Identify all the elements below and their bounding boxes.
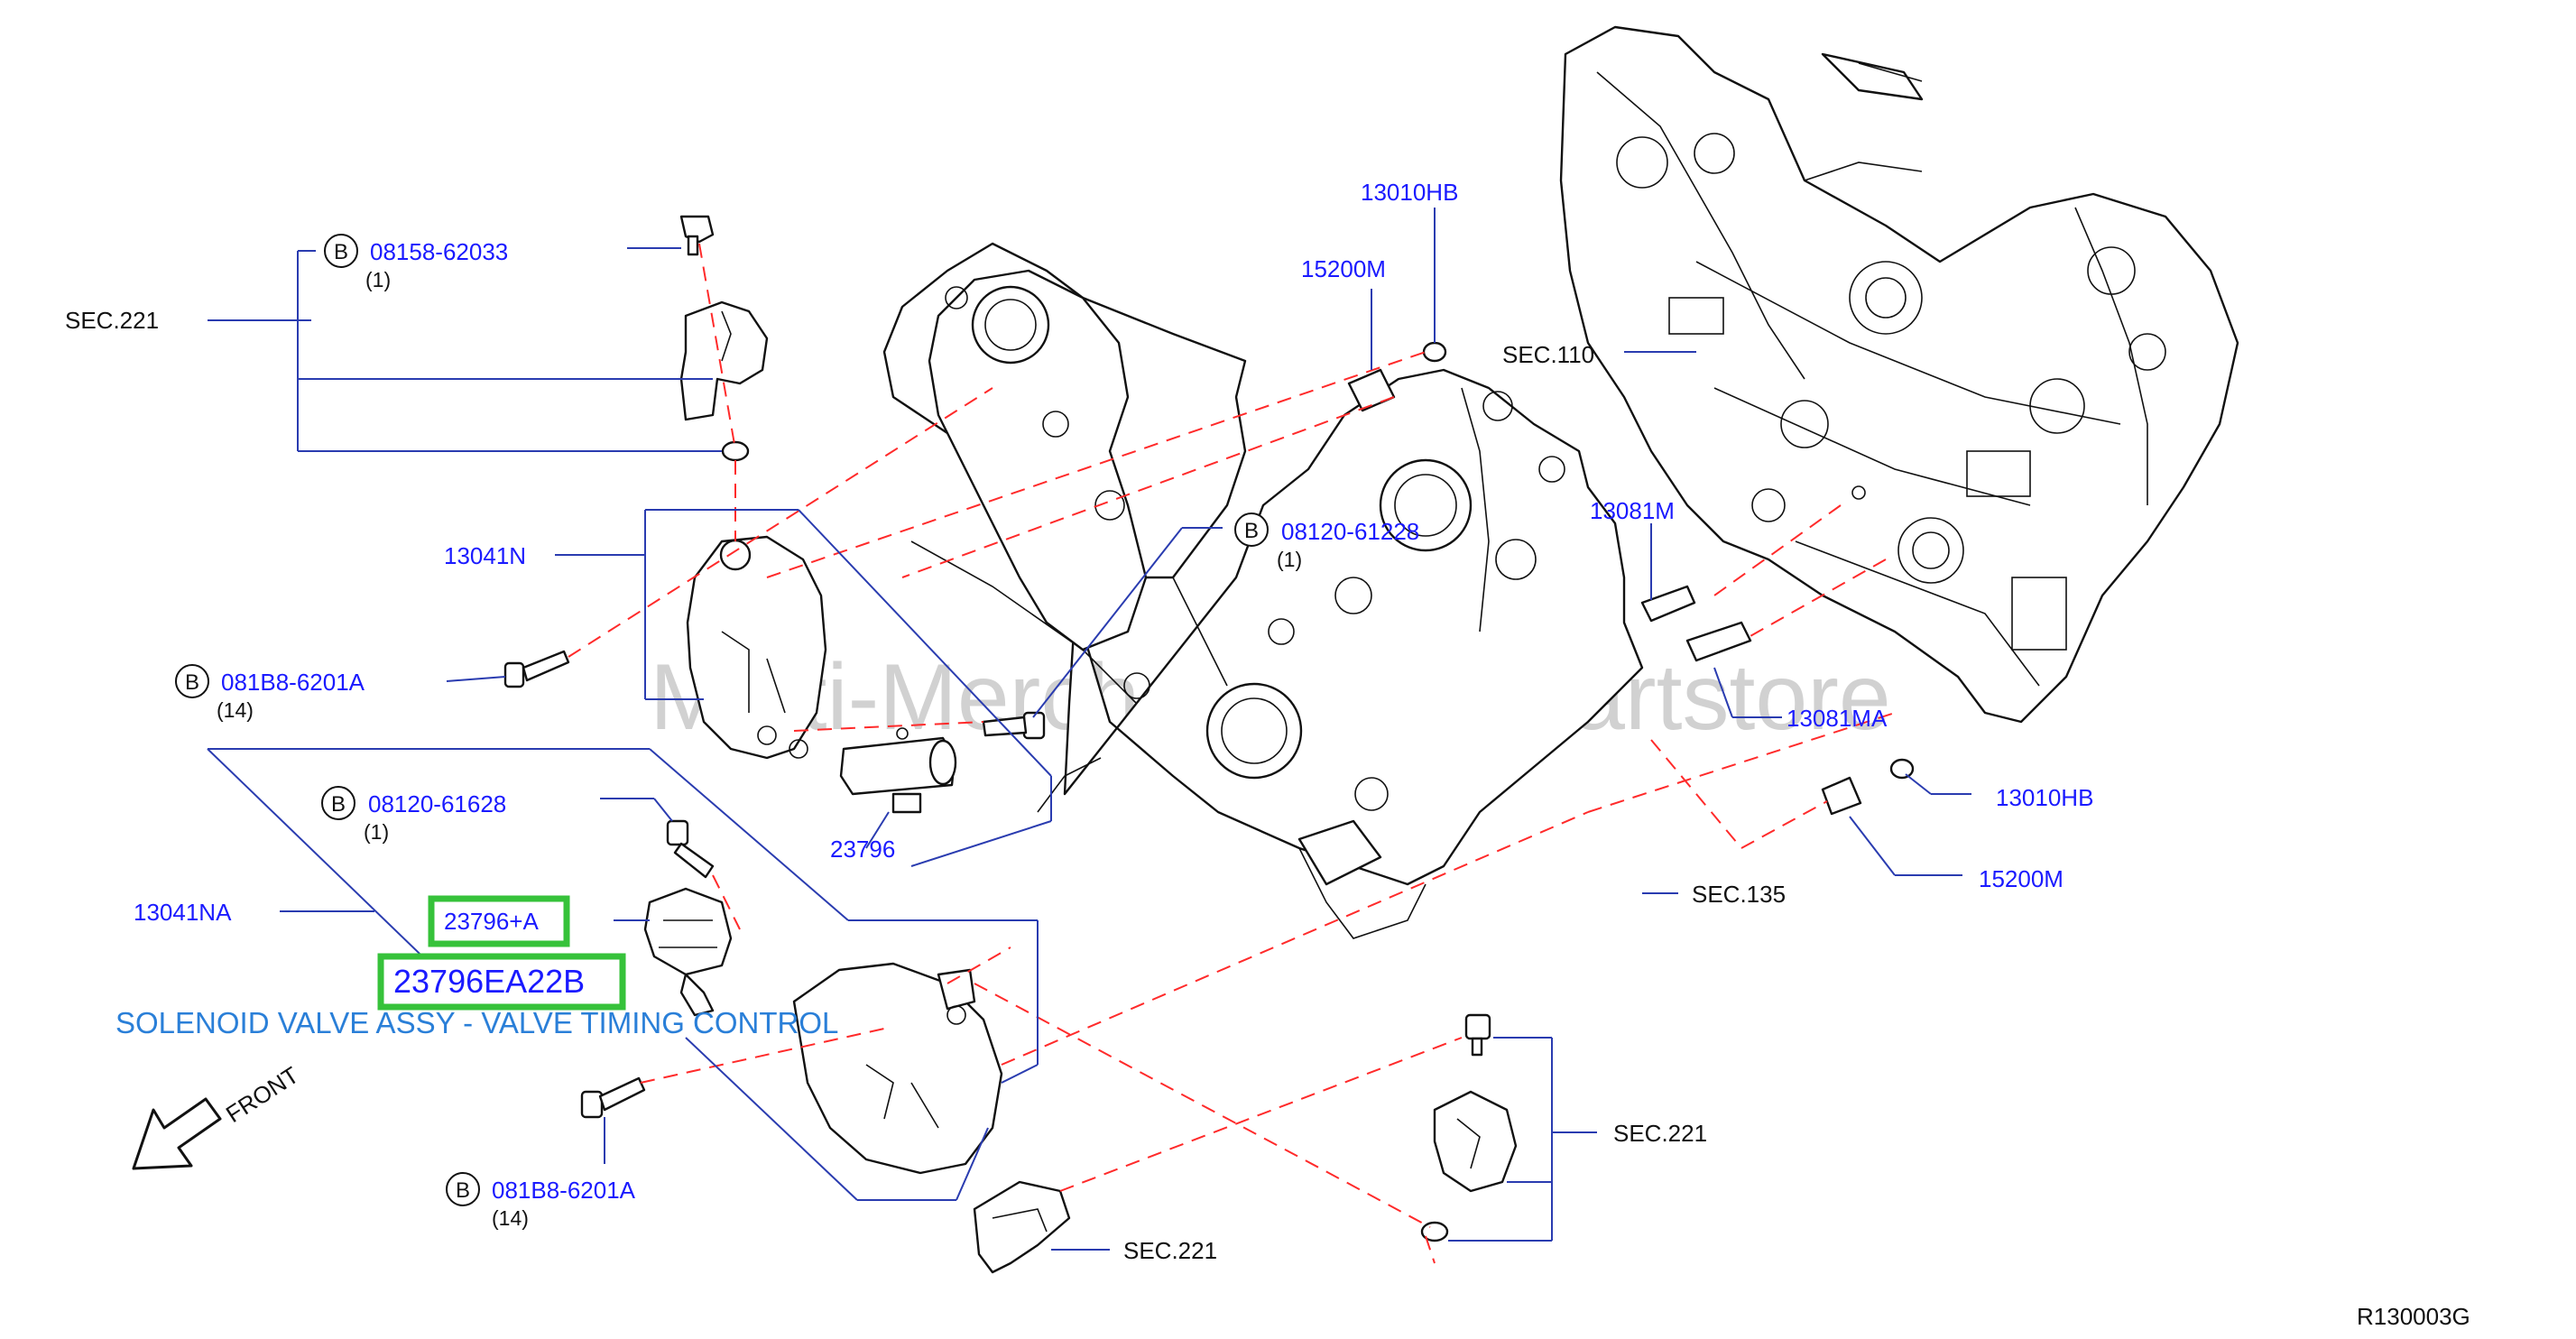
highlighted-part-description: SOLENOID VALVE ASSY - VALVE TIMING CONTR…: [115, 1006, 838, 1039]
solenoid-23796-drawing: [839, 727, 957, 814]
callout-08120-61628-qty: (1): [364, 820, 389, 844]
bolt-marker-circle: [446, 1172, 480, 1206]
callout-13081m[interactable]: 13081M: [1590, 497, 1675, 524]
cam-position-sensor-top-drawing: [679, 215, 769, 462]
callout-08120-61228-qty: (1): [1277, 548, 1302, 571]
sec135-label[interactable]: SEC.135: [1692, 881, 1786, 908]
bolt-marker: B: [331, 792, 346, 817]
bolt-08120-61228-drawing: [982, 711, 1046, 740]
bolt-marker: B: [1244, 519, 1259, 543]
highlighted-part: 23796EA22B SOLENOID VALVE ASSY - VALVE T…: [115, 953, 838, 1039]
bolt-marker-circle: [324, 234, 358, 268]
timing-cover-drawing: [882, 242, 1644, 939]
callout-081b8-6201a-bottom-qty: (14): [492, 1206, 529, 1230]
callout-08158-62033-qty: (1): [365, 268, 391, 291]
callout-13041n[interactable]: 13041N: [444, 542, 526, 569]
highlight-box-23796ea22b: [377, 953, 626, 1011]
engine-block-drawing: [1559, 25, 2239, 724]
diagram-code: R130003G: [2357, 1303, 2470, 1330]
callout-081b8-6201a-top-qty: (14): [217, 698, 254, 722]
callouts: SEC.221 B 08158-62033 (1) 13041N B 081B8…: [65, 179, 2093, 1264]
callout-15200m-right[interactable]: 15200M: [1979, 865, 2064, 892]
bolt-081b8-top-drawing: [503, 650, 570, 688]
callout-08158-62033[interactable]: 08158-62033: [370, 238, 508, 265]
callout-13010hb-top[interactable]: 13010HB: [1361, 179, 1458, 206]
bolt-marker: B: [334, 240, 348, 264]
callout-15200m-top[interactable]: 15200M: [1301, 255, 1386, 282]
sec110-label[interactable]: SEC.110: [1502, 341, 1594, 368]
bolt-marker-circle: [175, 664, 209, 698]
callout-23796[interactable]: 23796: [830, 836, 895, 863]
callout-23796-plus-a[interactable]: 23796+A: [444, 908, 539, 935]
front-arrow-icon: [132, 1097, 222, 1170]
bolt-081b8-bottom-drawing: [580, 1076, 646, 1119]
callout-13081ma[interactable]: 13081MA: [1787, 705, 1888, 732]
bolt-marker: B: [456, 1178, 470, 1203]
bolt-08120-61628-drawing: [666, 819, 715, 879]
sec221-right-label[interactable]: SEC.221: [1613, 1120, 1707, 1147]
callout-08120-61628[interactable]: 08120-61628: [368, 790, 506, 817]
sec221-top-label[interactable]: SEC.221: [65, 307, 159, 334]
sec221-bottom-label[interactable]: SEC.221: [1123, 1237, 1217, 1264]
bolt-marker-circle: [321, 786, 355, 820]
highlighted-part-number[interactable]: 23796EA22B: [393, 963, 585, 1000]
callout-081b8-6201a-bottom[interactable]: 081B8-6201A: [492, 1177, 636, 1204]
callout-08120-61228[interactable]: 08120-61228: [1281, 518, 1419, 545]
callout-081b8-6201a-top[interactable]: 081B8-6201A: [221, 669, 365, 696]
callout-13010hb-right[interactable]: 13010HB: [1996, 784, 2093, 811]
bolt-marker: B: [185, 670, 199, 695]
crank-sensor-bottom-drawing: [973, 1180, 1071, 1274]
highlight-box-23796-plus-a: [428, 895, 570, 947]
callout-13041na[interactable]: 13041NA: [134, 899, 232, 926]
bolt-marker-circle: [1234, 513, 1269, 547]
front-arrow: FRONT: [132, 1061, 304, 1170]
dowels-and-o-rings-drawing: [1347, 341, 1915, 816]
front-label: FRONT: [221, 1061, 304, 1128]
cam-position-sensor-right-drawing: [1420, 1013, 1518, 1242]
vtc-cover-lower-drawing: [792, 962, 1003, 1175]
assembly-dashed-lines: [568, 243, 1896, 1264]
vtc-cover-upper-drawing: [686, 535, 827, 760]
solenoid-23796-plus-a-drawing: [643, 887, 733, 1017]
